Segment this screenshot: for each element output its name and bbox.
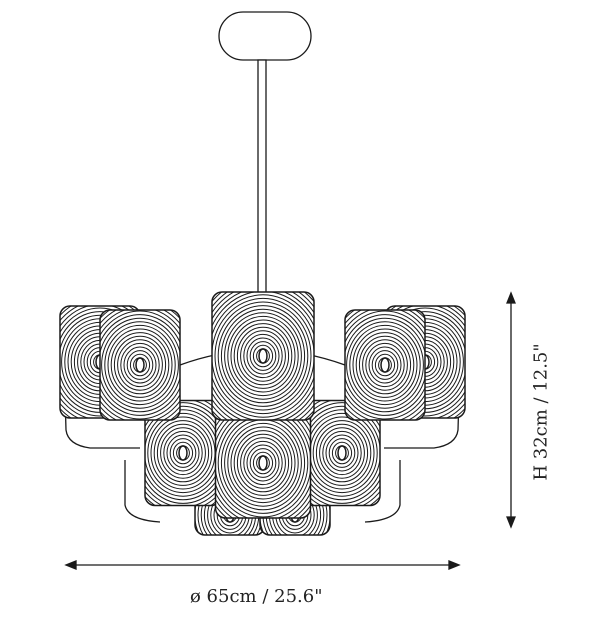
concentric-rings [345,310,425,420]
shade-center-hub [380,357,390,373]
shade-top-center [211,291,315,421]
shade-center-hub [337,445,347,461]
arrow-up-icon [506,291,516,304]
width-dimension-label: ø 65cm / 25.6" [190,586,323,607]
ceiling-canopy [218,11,312,61]
shade-center-hub [258,348,268,364]
shade-middle-left [144,399,222,507]
concentric-rings [100,310,180,420]
shades-group [59,291,466,536]
arrow-left-icon [64,560,77,570]
shade-top-right [344,309,426,421]
left-lower-bracket [124,460,161,523]
dimension-lines [64,291,516,570]
shade-center-hub [135,357,145,373]
shade-center-hub [178,445,188,461]
shade-top-left [99,309,181,421]
suspension-rod [257,59,267,301]
concentric-rings [304,400,380,506]
arrow-down-icon [506,516,516,529]
shade-center-hub [258,455,268,471]
arrow-right-icon [448,560,461,570]
right-lower-bracket [364,460,401,523]
shade-middle-right [303,399,381,507]
height-dimension-label: H 32cm / 12.5" [530,343,552,481]
